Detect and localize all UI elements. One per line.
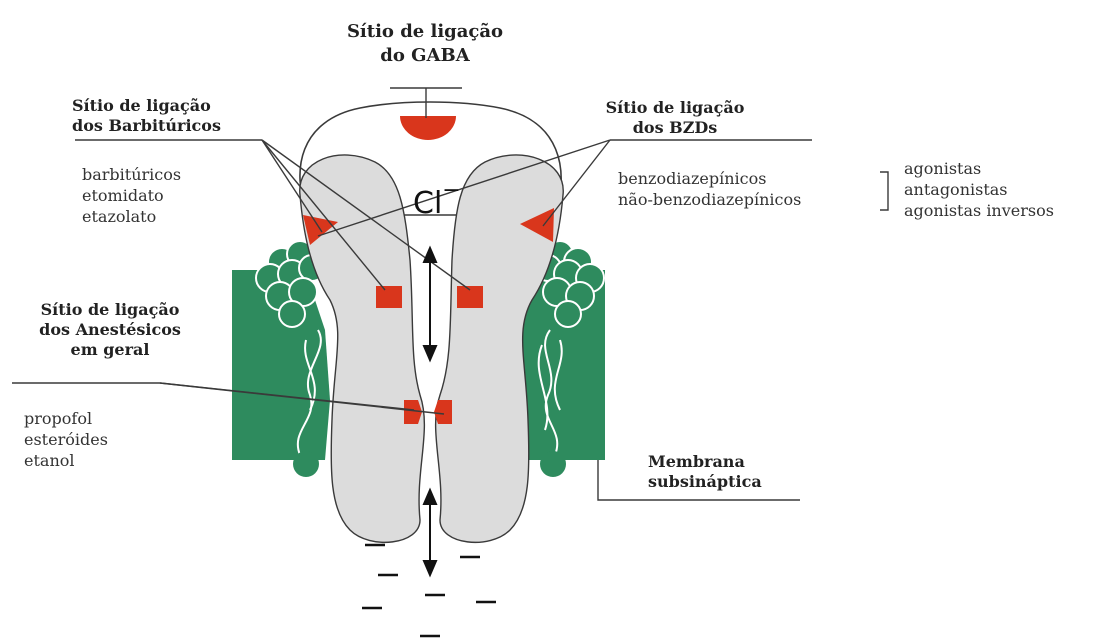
anesthetics-list: propofol esteróides etanol — [24, 408, 108, 471]
chloride-ion-label: Cl− — [413, 186, 461, 221]
benzodiazepines-item: benzodiazepínicos — [618, 168, 801, 189]
ion-symbol: Cl — [413, 186, 442, 221]
gaba-site-line-1: Sítio de ligação — [330, 20, 520, 44]
bzd-effects-item: antagonistas — [904, 179, 1054, 200]
barbiturates-site-line-2: dos Barbitúricos — [72, 116, 221, 136]
anchor-circle-left — [293, 451, 319, 477]
barbiturates-site-line-1: Sítio de ligação — [72, 96, 221, 116]
barbiturates-item: etomidato — [82, 185, 181, 206]
benzodiazepines-list: benzodiazepínicos não-benzodiazepínicos — [618, 168, 801, 210]
membrane-line-1: Membrana — [648, 452, 762, 472]
membrane-line-2: subsináptica — [648, 472, 762, 492]
bzd-site-line-2: dos BZDs — [600, 118, 750, 138]
anchor-circle-right — [540, 451, 566, 477]
anesthetics-item: esteróides — [24, 429, 108, 450]
anesthetics-site-label: Sítio de ligação dos Anestésicos em gera… — [20, 300, 200, 360]
bzd-site-label: Sítio de ligação dos BZDs — [600, 98, 750, 138]
anesthetics-site-line-1: Sítio de ligação — [20, 300, 200, 320]
benzodiazepines-item: não-benzodiazepínicos — [618, 189, 801, 210]
gaba-site-line-2: do GABA — [330, 44, 520, 68]
bzd-effects-list: agonistas antagonistas agonistas inverso… — [904, 158, 1054, 221]
bzd-effects-item: agonistas inversos — [904, 200, 1054, 221]
gaba-site-label: Sítio de ligação do GABA — [330, 20, 520, 68]
membrane-label: Membrana subsináptica — [648, 452, 762, 492]
anesthetics-item: etanol — [24, 450, 108, 471]
barbiturates-list: barbitúricos etomidato etazolato — [82, 164, 181, 227]
barbiturates-site-label: Sítio de ligação dos Barbitúricos — [72, 96, 221, 136]
barbiturates-item: barbitúricos — [82, 164, 181, 185]
ion-charge: − — [442, 178, 460, 203]
anesthetics-site-line-3: em geral — [20, 340, 200, 360]
bzd-effects-item: agonistas — [904, 158, 1054, 179]
anesthetics-item: propofol — [24, 408, 108, 429]
barbiturates-item: etazolato — [82, 206, 181, 227]
anesthetics-site-line-2: dos Anestésicos — [20, 320, 200, 340]
bzd-site-line-1: Sítio de ligação — [600, 98, 750, 118]
barbiturate-site-left — [376, 286, 402, 308]
